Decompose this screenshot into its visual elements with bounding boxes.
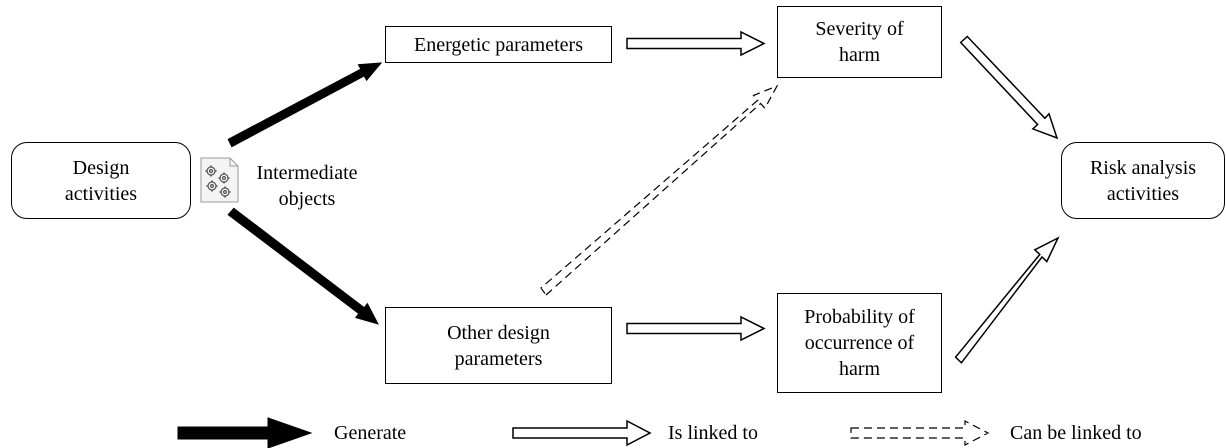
severity-of-harm-label: Severity of harm	[815, 18, 904, 66]
probability-of-harm-node: Probability of occurrence of harm	[777, 293, 942, 393]
link-arrow-probability-to-risk	[954, 236, 1060, 364]
other-design-parameters-label: Other design parameters	[447, 321, 550, 370]
legend-is-linked-to-label: Is linked to	[668, 422, 758, 444]
document-gears-icon	[200, 157, 239, 203]
legend-generate-label: Generate	[334, 422, 407, 444]
risk-analysis-activities-node: Risk analysis activities	[1061, 142, 1225, 219]
probability-of-harm-label: Probability of occurrence of harm	[804, 306, 915, 380]
energetic-parameters-node: Energetic parameters	[385, 26, 612, 63]
legend-is-linked-to-symbol	[512, 419, 652, 447]
legend-generate-symbol	[177, 417, 313, 448]
design-activities-label: Design activities	[64, 156, 138, 205]
legend-can-be-linked-to-label: Can be linked to	[1010, 422, 1142, 444]
generate-arrow-to-energetic	[227, 62, 383, 148]
design-activities-node: Design activities	[11, 142, 191, 219]
intermediate-objects-label: Intermediate objects	[256, 162, 358, 210]
generate-arrow-to-other-design	[227, 207, 379, 325]
link-arrow-energetic-to-severity	[626, 30, 766, 57]
legend-can-be-linked-to-symbol	[850, 420, 990, 446]
link-arrow-severity-to-risk	[959, 35, 1059, 140]
can-link-arrow-other-to-severity	[540, 84, 779, 296]
energetic-parameters-label: Energetic parameters	[414, 33, 583, 56]
link-arrow-other-to-probability	[626, 315, 766, 342]
risk-analysis-activities-label: Risk analysis activities	[1089, 156, 1197, 205]
severity-of-harm-node: Severity of harm	[777, 6, 942, 78]
other-design-parameters-node: Other design parameters	[385, 307, 612, 384]
